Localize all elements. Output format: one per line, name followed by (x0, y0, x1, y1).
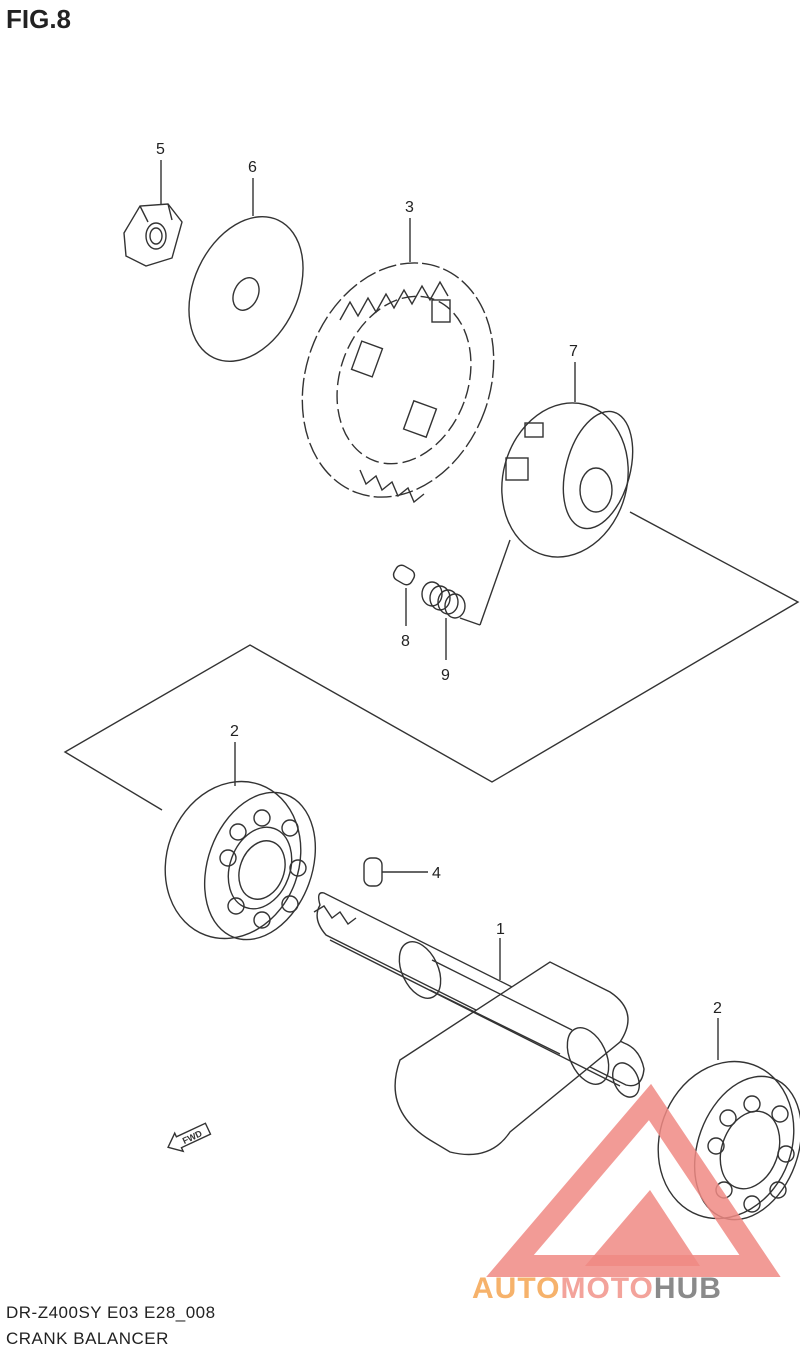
watermark-text: AUTOMOTOHUB (472, 1272, 722, 1306)
diagram-code: DR-Z400SY E03 E28_008 (6, 1303, 216, 1322)
figure-title: FIG.8 (6, 4, 72, 34)
part-2-bearing-upper (164, 780, 317, 941)
callout-9: 9 (441, 667, 450, 684)
watermark-logo-icon (486, 1083, 781, 1277)
assembly-guide-lines (63, 511, 800, 811)
fwd-arrow-icon: FWD (167, 1122, 212, 1153)
part-8-pin (392, 564, 416, 586)
callout-2-upper: 2 (230, 723, 239, 740)
callout-2-lower: 2 (713, 1000, 722, 1017)
callout-4: 4 (432, 865, 441, 882)
part-3-gear (301, 262, 495, 504)
part-1-balancer-shaft (313, 892, 645, 1156)
section-name: CRANK BALANCER (6, 1329, 169, 1348)
callout-8: 8 (401, 633, 410, 650)
watermark-hub: HUB (653, 1272, 722, 1305)
callout-6: 6 (248, 159, 257, 176)
part-6-washer (188, 215, 304, 363)
part-5-nut (123, 203, 183, 267)
part-9-spring (421, 581, 466, 619)
callout-labels: 5 6 3 7 8 9 2 4 1 2 (156, 141, 722, 1017)
callout-7: 7 (569, 343, 578, 360)
watermark-moto: MOTO (560, 1272, 654, 1305)
watermark-auto: AUTO (472, 1272, 561, 1305)
callout-3: 3 (405, 199, 414, 216)
callout-1: 1 (496, 921, 505, 938)
callout-5: 5 (156, 141, 165, 158)
leader-lines (160, 160, 719, 1060)
part-4-dowel (363, 857, 428, 887)
part-7-hub (501, 402, 634, 558)
